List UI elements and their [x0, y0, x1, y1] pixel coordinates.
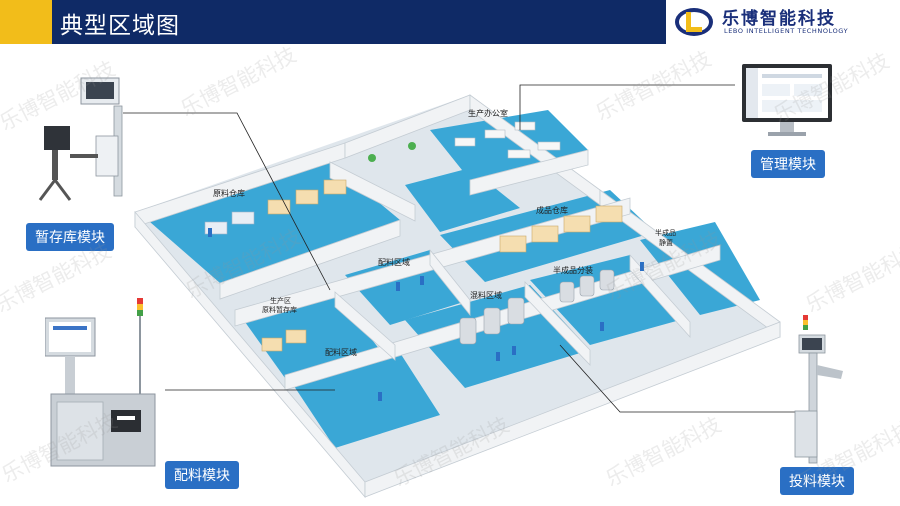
logo-panel: 乐博智能科技 LEBO INTELLIGENT TECHNOLOGY: [666, 0, 900, 44]
logo-subtitle: LEBO INTELLIGENT TECHNOLOGY: [724, 27, 849, 35]
wall-div-2: [429, 248, 471, 317]
worker: [512, 346, 516, 355]
management-monitor: [742, 64, 832, 136]
module-label-feeding: 投料模块: [780, 467, 854, 495]
pallet: [261, 337, 283, 352]
module-label-management: 管理模块: [751, 150, 825, 178]
connector-management: [519, 84, 735, 130]
zone-label-production-office: 生产办公室: [468, 109, 508, 118]
mixing-tank: [483, 307, 501, 335]
plant: [408, 142, 416, 150]
zone-label-semi-finished: 半成品: [655, 229, 676, 237]
wall-raw-front: [219, 219, 401, 300]
mixing-tank: [507, 297, 525, 325]
worker: [640, 262, 644, 271]
logo-icon: [675, 8, 713, 36]
pallet: [323, 179, 347, 195]
split-tank: [599, 269, 615, 291]
zone-label-raw-temp-storage: 原料暂存库: [262, 306, 297, 314]
page-title: 典型区域图: [60, 13, 180, 39]
office-desk: [484, 129, 506, 139]
zone-label-batching-bottom: 配料区域: [325, 348, 357, 357]
zone-label-mixing: 混料区域: [470, 291, 502, 300]
temp-storage-equipment: [38, 77, 123, 201]
pallet: [531, 225, 559, 243]
feeding-station: [794, 315, 843, 464]
split-tank: [559, 281, 575, 303]
zone-label-finished-warehouse: 成品仓库: [536, 206, 568, 215]
pallet: [595, 205, 623, 223]
wall-office-front: [469, 149, 589, 196]
header-bar: 典型区域图 乐博智能科技 LEBO INTELLIGENT TECHNOLOGY: [0, 0, 900, 44]
header-accent: [0, 0, 52, 44]
wall-raw-side: [329, 161, 416, 222]
split-tank: [579, 275, 595, 297]
pallet: [563, 215, 591, 233]
wall-div-3: [524, 281, 591, 366]
office-desk: [507, 149, 531, 159]
pallet: [231, 211, 255, 225]
office-desk: [537, 141, 561, 151]
zone-label-semi-rest: 静置: [659, 239, 673, 247]
mixing-tank: [459, 317, 477, 345]
pallet: [295, 189, 319, 205]
worker: [208, 228, 212, 237]
office-desk: [454, 137, 476, 147]
worker: [496, 352, 500, 361]
wall-div-1: [334, 291, 396, 361]
zone-label-batching-top: 配料区域: [378, 258, 410, 267]
pallet: [285, 329, 307, 344]
connector-temp-storage: [123, 112, 331, 291]
worker: [600, 322, 604, 331]
module-label-temp-storage: 暂存库模块: [26, 223, 114, 251]
pallet: [499, 235, 527, 253]
connector-feeding: [559, 344, 795, 413]
zone-label-semi-split: 半成品分装: [553, 266, 593, 275]
worker: [420, 276, 424, 285]
logo-name: 乐博智能科技: [722, 9, 836, 29]
floor-office: [430, 110, 588, 180]
zone-label-prod-area: 生产区: [270, 297, 291, 305]
wall-front: [364, 321, 781, 498]
module-label-batching: 配料模块: [165, 461, 239, 489]
batching-station: [45, 298, 156, 467]
plant: [368, 154, 376, 162]
floor-corridor-top: [405, 168, 520, 232]
office-desk: [514, 121, 536, 131]
worker: [396, 282, 400, 291]
worker: [378, 392, 382, 401]
zone-label-raw-warehouse: 原料仓库: [213, 189, 245, 198]
wall-div-4: [629, 253, 691, 339]
